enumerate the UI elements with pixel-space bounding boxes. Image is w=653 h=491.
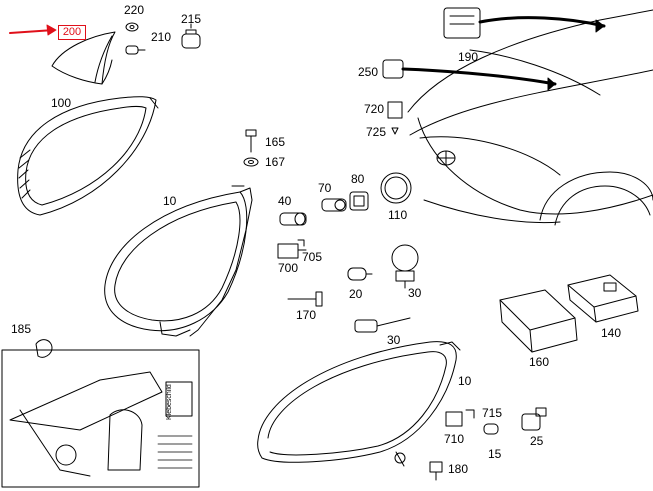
part-label-167[interactable]: 167 [265, 155, 286, 169]
part-167-washer [243, 157, 259, 167]
part-100-headlamp-bezel [17, 96, 159, 216]
part-710-socket [445, 411, 463, 427]
part-30-bulb-upper [391, 244, 419, 289]
part-label-110[interactable]: 110 [388, 208, 408, 222]
part-label-165[interactable]: 165 [265, 135, 286, 149]
part-725-clip [391, 127, 399, 135]
part-label-700[interactable]: 700 [278, 261, 299, 275]
part-70-bulb [321, 198, 347, 212]
part-label-220[interactable]: 220 [124, 3, 145, 17]
part-40-bulb [279, 212, 307, 226]
part-label-20[interactable]: 20 [349, 287, 363, 301]
part-label-30-upper[interactable]: 30 [408, 286, 422, 300]
part-700-socket [277, 243, 307, 259]
part-label-10-lower[interactable]: 10 [458, 374, 472, 388]
part-label-180[interactable]: 180 [448, 462, 469, 476]
part-label-170[interactable]: 170 [296, 308, 317, 322]
part-180-screw [429, 461, 443, 481]
part-label-100[interactable]: 100 [51, 96, 72, 110]
part-label-80[interactable]: 80 [351, 172, 365, 186]
part-label-40[interactable]: 40 [278, 194, 292, 208]
part-140-ballast [567, 274, 639, 323]
part-label-70[interactable]: 70 [318, 181, 332, 195]
part-label-210[interactable]: 210 [151, 30, 172, 44]
part-label-185[interactable]: 185 [11, 322, 32, 336]
part-label-30-lower[interactable]: 30 [387, 333, 401, 347]
part-label-160[interactable]: 160 [529, 355, 550, 369]
part-200-cover-cap [51, 31, 116, 85]
part-715-clip [465, 409, 475, 419]
part-label-215[interactable]: 215 [181, 12, 202, 26]
part-10-headlamp-unit-lower [257, 341, 461, 467]
car-front-outline [407, 9, 653, 226]
part-label-705[interactable]: 705 [302, 250, 323, 264]
part-80-cap [349, 191, 369, 211]
part-label-725[interactable]: 725 [366, 125, 387, 139]
part-160-control-unit [499, 289, 578, 353]
part-label-25[interactable]: 25 [530, 434, 544, 448]
part-label-715[interactable]: 715 [482, 406, 503, 420]
part-210-bulb [125, 45, 146, 55]
part-30-bulb-lower [354, 317, 411, 333]
part-190-relay [443, 7, 606, 39]
part-165-bolt [245, 129, 257, 153]
part-15-bulb [483, 423, 499, 435]
part-10-headlamp-unit-upper [104, 185, 253, 337]
part-label-190[interactable]: 190 [458, 50, 479, 64]
part-185-repair-kit-inset [1, 339, 200, 488]
highlighted-part-label[interactable]: 200 [58, 25, 86, 40]
part-label-250[interactable]: 250 [358, 65, 379, 79]
part-label-140[interactable]: 140 [601, 326, 622, 340]
kit-sticker-text: Klebeschild [166, 384, 173, 420]
part-label-720[interactable]: 720 [364, 102, 385, 116]
part-250-connector [382, 59, 557, 91]
part-label-15[interactable]: 15 [488, 447, 502, 461]
highlight-arrow [9, 24, 57, 36]
part-label-710[interactable]: 710 [444, 432, 465, 446]
part-20-bulb [347, 267, 373, 281]
part-110-cover [380, 172, 412, 204]
part-25-bulb [521, 407, 547, 431]
part-215-socket [181, 23, 201, 49]
part-720-bulb [387, 101, 403, 119]
part-label-10-upper[interactable]: 10 [163, 194, 177, 208]
part-170-screw [287, 291, 323, 307]
part-220-washer [125, 22, 139, 32]
part-705-clip [297, 239, 305, 247]
